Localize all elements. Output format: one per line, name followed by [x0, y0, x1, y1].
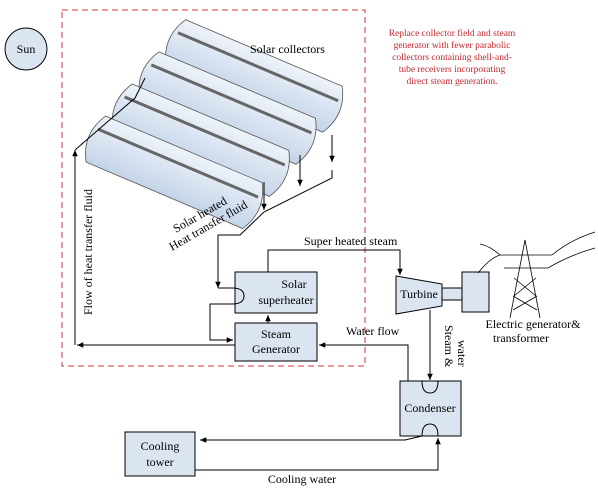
solar-collectors-icon: [85, 19, 344, 230]
svg-text:superheater: superheater: [258, 293, 313, 307]
turbine-shaft: [441, 287, 463, 301]
svg-text:tube receivers incorporating: tube receivers incorporating: [399, 65, 506, 75]
solar-superheater: Solar superheater: [209, 271, 318, 343]
steam-water-label-1: Steam &: [442, 325, 456, 368]
collector-outlet-piping: [215, 135, 335, 288]
cooling-tower: Cooling tower: [124, 431, 196, 477]
htf-return-piping: [72, 77, 235, 348]
transformer-label: transformer: [493, 331, 549, 345]
cooling-water-label: Cooling water: [268, 472, 336, 486]
sun-label: Sun: [17, 42, 36, 56]
svg-text:direct steam generation.: direct steam generation.: [406, 77, 497, 87]
svg-text:Generator: Generator: [252, 342, 300, 356]
svg-text:Replace collector field and st: Replace collector field and steam: [389, 28, 516, 39]
svg-text:generator with fewer parabolic: generator with fewer parabolic: [394, 40, 511, 51]
svg-text:collectors containing shell-an: collectors containing shell-and-: [392, 53, 512, 63]
svg-text:Cooling: Cooling: [141, 439, 180, 453]
design-note: Replace collector field and steam genera…: [389, 28, 516, 87]
water-flow-label: Water flow: [346, 324, 400, 338]
collector-field-boundary: [61, 9, 366, 367]
svg-text:Condenser: Condenser: [404, 401, 455, 415]
solar-collectors-label: Solar collectors: [250, 42, 325, 56]
super-heated-steam-label: Super heated steam: [304, 234, 398, 248]
turbine: Turbine: [395, 275, 443, 315]
steam-water-label-2: water: [455, 340, 469, 367]
svg-text:Solar: Solar: [281, 277, 306, 291]
transmission-tower-icon: [477, 231, 596, 319]
svg-text:Steam: Steam: [261, 327, 292, 341]
sun-icon: Sun: [4, 27, 48, 71]
electric-generator: [461, 271, 490, 313]
steam-generator: Steam Generator: [234, 322, 318, 362]
condenser: Condenser: [399, 380, 462, 437]
flow-htf-label: Flow of heat transfer fluid: [81, 189, 95, 315]
svg-text:Turbine: Turbine: [400, 287, 438, 301]
electric-generator-label: Electric generator&: [486, 317, 582, 331]
svg-text:tower: tower: [146, 455, 173, 469]
